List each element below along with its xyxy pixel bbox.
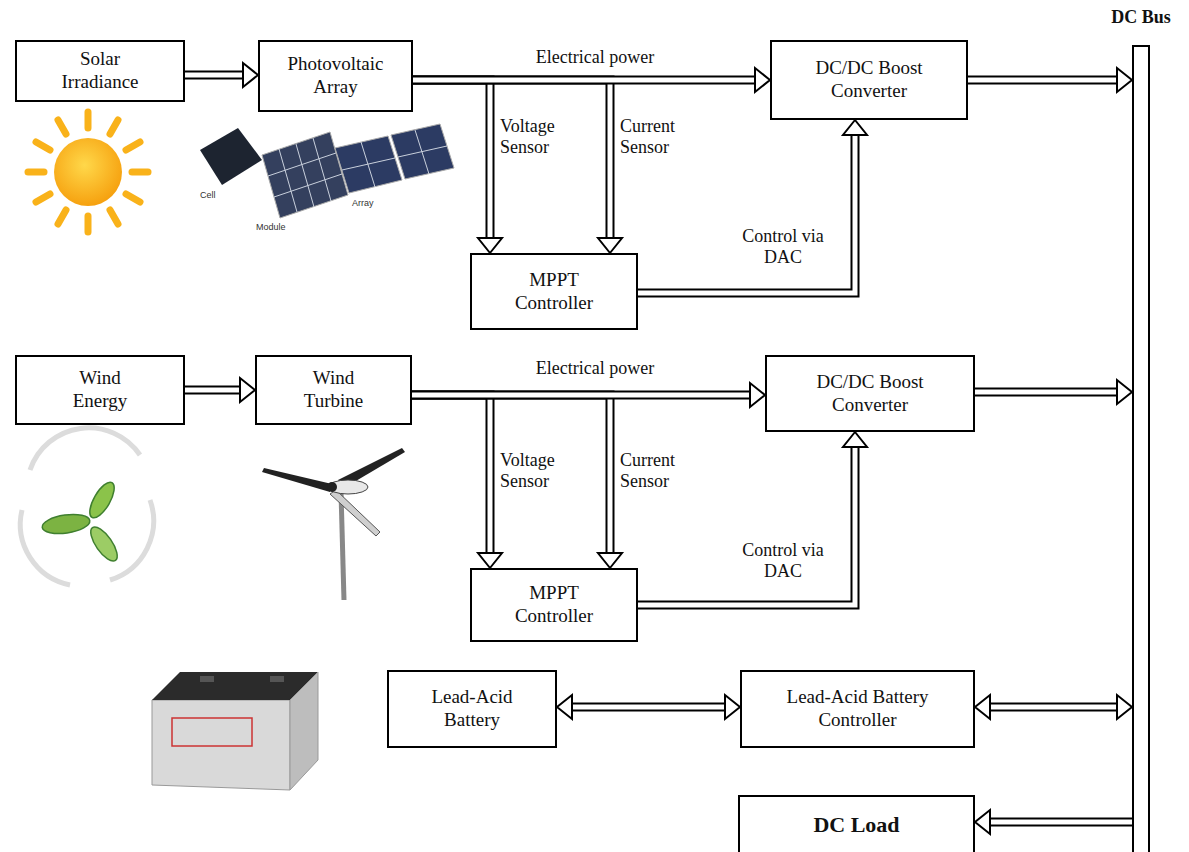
wind-logo xyxy=(20,428,153,585)
power-arrow xyxy=(975,380,1132,404)
controller-box: MPPT Controller xyxy=(470,568,638,642)
node-text: DC/DC Boost Converter xyxy=(807,57,932,103)
edge-label: Current Sensor xyxy=(620,116,700,157)
power-arrow xyxy=(412,383,765,407)
edge-label: Electrical power xyxy=(510,47,680,68)
battery-illustration xyxy=(152,672,318,790)
node-text: MPPT Controller xyxy=(504,582,604,628)
power-arrow xyxy=(412,395,502,568)
source-box: Wind Turbine xyxy=(255,355,412,425)
source-box: Photovoltaic Array xyxy=(258,40,413,112)
node-text: Solar Irradiance xyxy=(50,48,150,94)
picture-label: Module xyxy=(256,222,286,232)
converter-box: DC/DC Boost Converter xyxy=(765,355,975,432)
edge-label: Electrical power xyxy=(510,358,680,379)
power-arrow xyxy=(975,695,1132,719)
power-arrow xyxy=(185,378,255,402)
edge-label: Current Sensor xyxy=(620,450,700,491)
picture-label: Array xyxy=(352,198,374,208)
node-text: MPPT Controller xyxy=(504,269,604,315)
load-box: DC Load xyxy=(738,795,975,852)
controller-box: MPPT Controller xyxy=(470,253,638,330)
node-text: Lead-Acid Battery Controller xyxy=(770,686,945,732)
node-text: DC/DC Boost Converter xyxy=(808,371,933,417)
power-arrow xyxy=(968,68,1132,92)
power-arrow xyxy=(975,810,1132,834)
edge-label: Control via DAC xyxy=(728,540,838,581)
power-arrow xyxy=(638,120,867,293)
picture-label: Cell xyxy=(200,190,216,200)
node-text: Wind Turbine xyxy=(294,367,374,413)
power-arrow xyxy=(413,80,622,253)
node-text: Wind Energy xyxy=(65,367,135,413)
edge-label: Voltage Sensor xyxy=(500,116,580,157)
controller-box: Lead-Acid Battery Controller xyxy=(740,670,975,748)
pv-illustration xyxy=(200,124,454,218)
power-arrow xyxy=(557,695,740,719)
node-text: Lead-Acid Battery xyxy=(422,686,522,732)
input-box: Wind Energy xyxy=(15,355,185,425)
turbine-illustration xyxy=(262,448,405,600)
battery-box: Lead-Acid Battery xyxy=(387,670,557,748)
node-text: DC Load xyxy=(813,812,899,838)
power-arrow xyxy=(412,395,622,568)
power-arrow xyxy=(413,68,770,92)
power-arrow xyxy=(185,63,258,87)
node-text: DC Bus xyxy=(1111,7,1171,29)
edge-label: Voltage Sensor xyxy=(500,450,580,491)
power-arrow xyxy=(413,80,502,253)
node-text: Photovoltaic Array xyxy=(281,53,391,99)
edge-label: Control via DAC xyxy=(728,226,838,267)
converter-box: DC/DC Boost Converter xyxy=(770,40,968,120)
sun-icon xyxy=(28,112,148,232)
input-box: Solar Irradiance xyxy=(15,40,185,102)
bus-bar: DC Bus xyxy=(1132,45,1150,852)
